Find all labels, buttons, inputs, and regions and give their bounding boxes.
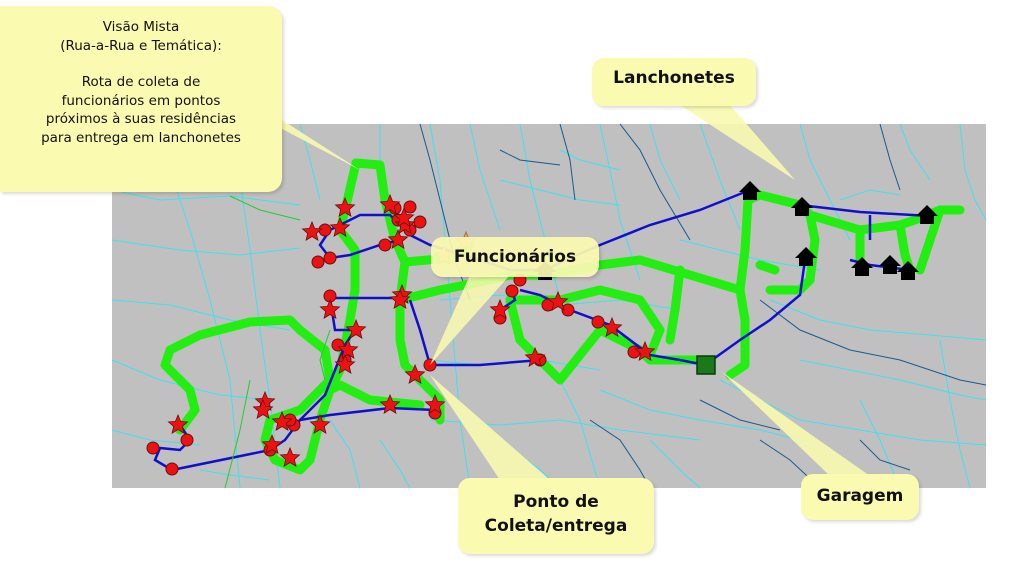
pickup-point bbox=[505, 284, 519, 298]
employee-star bbox=[489, 298, 511, 319]
title-callout: Visão Mista (Rua-a-Rua e Temática): Rota… bbox=[0, 6, 282, 192]
pickup-point bbox=[311, 255, 325, 269]
title-line: para entrega em lanchonetes bbox=[41, 129, 241, 146]
employee-star bbox=[261, 433, 283, 454]
snack-bar-house-icon bbox=[897, 261, 919, 280]
employee-star bbox=[167, 413, 189, 434]
employee-star bbox=[252, 398, 274, 419]
garagem-label: Garagem bbox=[816, 486, 904, 506]
employee-star bbox=[394, 213, 416, 234]
snack-bar-house-icon bbox=[916, 205, 938, 224]
snack-bar-house-icon bbox=[795, 247, 817, 266]
employee-star bbox=[379, 393, 401, 414]
pickup-point bbox=[378, 238, 392, 252]
employee-markers bbox=[167, 193, 656, 467]
lanchonetes-callout-pointer bbox=[680, 105, 795, 180]
ponto-callout-pointer bbox=[430, 375, 550, 480]
employee-star bbox=[334, 353, 356, 374]
pickup-point bbox=[627, 345, 641, 359]
employee-star bbox=[404, 363, 426, 384]
funcionarios-callout-pointer bbox=[430, 275, 510, 365]
employee-star bbox=[393, 206, 415, 227]
pickup-point bbox=[413, 215, 427, 229]
pickup-point bbox=[146, 441, 160, 455]
employee-star bbox=[389, 288, 411, 309]
funcionarios-callout: Funcionários bbox=[431, 237, 599, 277]
snack-bar-house-icon bbox=[739, 181, 761, 200]
pickup-point bbox=[403, 200, 417, 214]
pickup-point bbox=[561, 303, 575, 317]
employee-star bbox=[271, 410, 293, 431]
employee-star bbox=[547, 290, 569, 311]
snack-bar-house-icon bbox=[879, 255, 901, 274]
garage-marker bbox=[696, 355, 716, 375]
employee-star bbox=[337, 338, 359, 359]
pickup-point bbox=[180, 433, 194, 447]
pickup-point bbox=[323, 251, 337, 265]
snack-bar-house-icon bbox=[791, 197, 813, 216]
garagem-callout-pointer bbox=[722, 372, 870, 476]
employee-star bbox=[601, 316, 623, 337]
ponto-callout: Ponto de Coleta/entrega bbox=[458, 478, 654, 554]
employee-star bbox=[301, 220, 323, 241]
title-line: (Rua-a-Rua e Temática): bbox=[60, 37, 222, 54]
lanchonetes-callout: Lanchonetes bbox=[592, 58, 756, 106]
employee-star bbox=[387, 228, 409, 249]
ponto-label-line2: Coleta/entrega bbox=[484, 516, 628, 536]
employee-star bbox=[279, 446, 301, 467]
title-line: próximos à suas residências bbox=[45, 111, 237, 127]
snack-bar-house-icon bbox=[851, 257, 873, 276]
employee-star bbox=[329, 216, 351, 237]
pickup-point bbox=[591, 315, 605, 329]
employee-star bbox=[319, 298, 341, 319]
title-line: Visão Mista bbox=[102, 19, 180, 35]
employee-star bbox=[334, 196, 356, 217]
lanchonetes-label: Lanchonetes bbox=[613, 68, 735, 88]
pickup-point bbox=[165, 462, 179, 476]
garagem-callout: Garagem bbox=[801, 474, 919, 520]
employee-star bbox=[309, 413, 331, 434]
ponto-label-line1: Ponto de bbox=[513, 492, 599, 512]
employee-star bbox=[634, 340, 656, 361]
river-lines bbox=[224, 195, 331, 489]
employee-star bbox=[524, 346, 546, 367]
funcionarios-label: Funcionários bbox=[453, 247, 577, 267]
employee-star bbox=[424, 393, 446, 414]
title-line: Rota de coleta de bbox=[81, 74, 201, 90]
employee-star bbox=[345, 318, 367, 339]
employee-star bbox=[379, 193, 401, 214]
title-gap bbox=[0, 55, 282, 73]
title-line: funcionários em pontos bbox=[61, 92, 221, 109]
